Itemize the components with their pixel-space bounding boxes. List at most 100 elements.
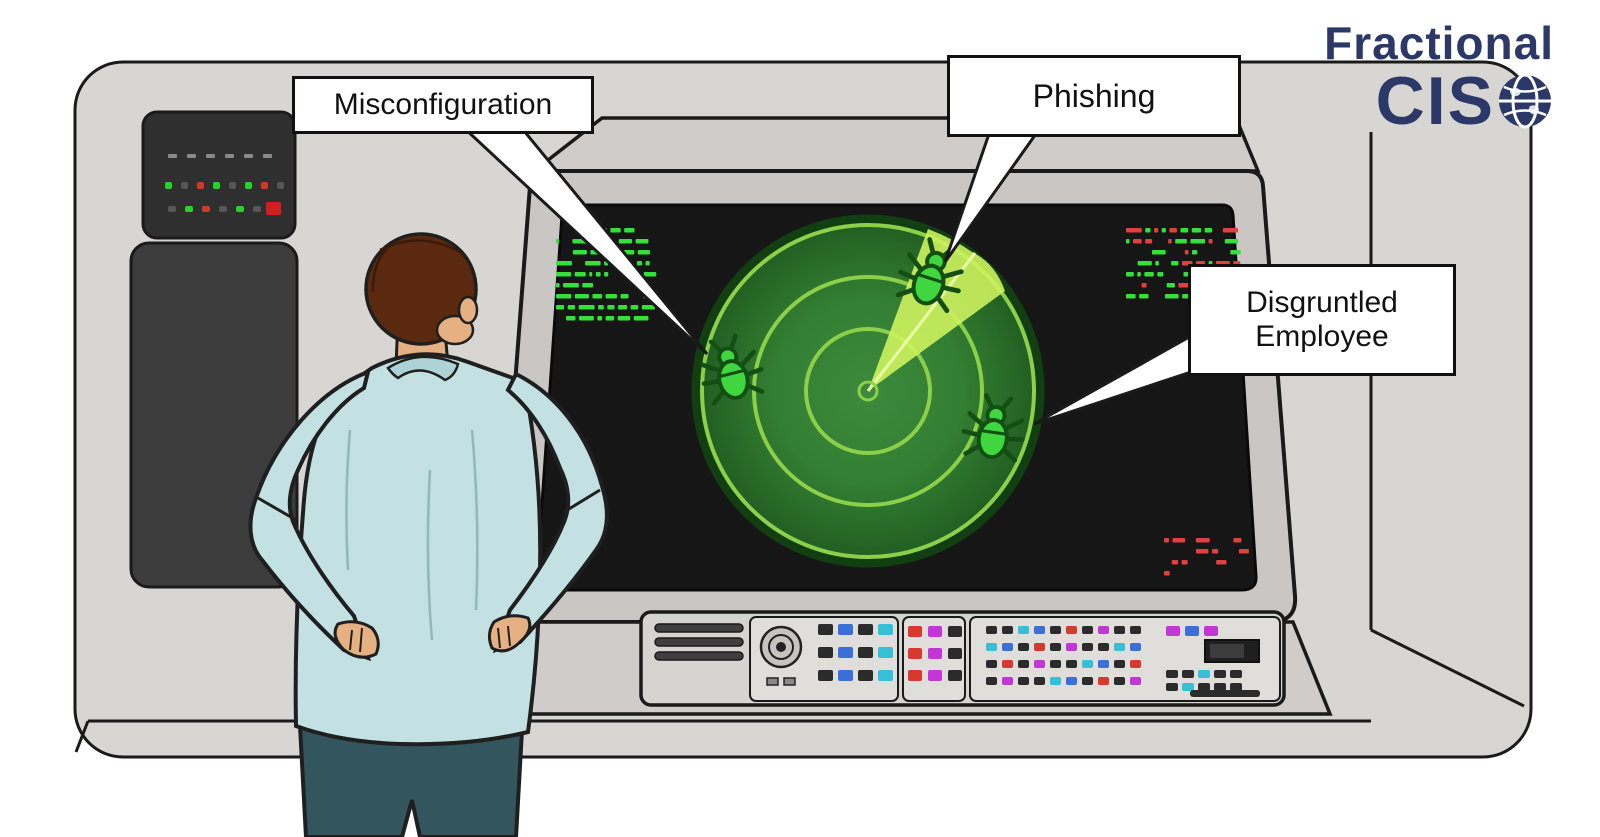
code-pixel [1145, 239, 1153, 244]
led-red-switch [266, 202, 281, 215]
panel-button [1034, 677, 1045, 685]
code-pixel [1164, 294, 1179, 299]
led-light [165, 182, 172, 189]
panel-buttons[interactable] [818, 624, 1242, 691]
code-pixel [578, 305, 595, 310]
vent-slot [654, 651, 744, 661]
panel-button [1002, 660, 1013, 668]
panel-button [1034, 626, 1045, 634]
panel-button [986, 643, 997, 651]
panel-button [878, 670, 893, 681]
code-pixel [1166, 283, 1175, 288]
code-pixel [1145, 228, 1151, 233]
radar-display [691, 214, 1045, 568]
panel-button [1050, 626, 1061, 634]
code-pixel [1154, 228, 1159, 233]
code-pixel [1141, 283, 1147, 288]
callout-disgruntled-employee-label: Disgruntled Employee [1246, 285, 1398, 354]
code-pixel [1216, 560, 1227, 565]
panel-button [948, 670, 962, 681]
code-pixel [592, 294, 603, 299]
code-pixel [1132, 239, 1142, 244]
panel-button [948, 648, 962, 659]
panel-button [1066, 660, 1077, 668]
panel-button [1214, 683, 1226, 691]
code-pixel [1191, 228, 1202, 233]
code-pixel [556, 305, 565, 310]
panel-slider-bar[interactable] [1190, 690, 1260, 697]
panel-button [1166, 626, 1180, 636]
panel-button [858, 670, 873, 681]
code-pixel [643, 272, 657, 277]
code-pixel [1137, 261, 1152, 266]
led-light [277, 182, 284, 189]
panel-button [1182, 683, 1194, 691]
analyst-figure [248, 232, 609, 837]
panel-button [1130, 677, 1141, 685]
panel-button [1098, 626, 1109, 634]
code-pixel [1139, 294, 1149, 299]
callout-disgruntled-employee: Disgruntled Employee [1188, 264, 1456, 376]
panel-button [1018, 643, 1029, 651]
code-pixel [1191, 250, 1198, 255]
panel-button [928, 626, 942, 637]
led-light [202, 206, 210, 212]
panel-button [1034, 660, 1045, 668]
panel-button [1002, 677, 1013, 685]
radar-sweep-line [866, 252, 977, 392]
code-pixel [1238, 549, 1249, 554]
code-pixel [1204, 228, 1213, 233]
panel-button [1114, 677, 1125, 685]
code-pixel [636, 261, 643, 266]
panel-button [838, 624, 853, 635]
speaker-grill [759, 625, 803, 686]
code-pixel [1233, 538, 1242, 543]
code-pixel [1126, 272, 1134, 277]
code-pixel [605, 316, 615, 321]
led-dash [244, 154, 253, 158]
code-pixel [1211, 549, 1219, 554]
panel-button [928, 648, 942, 659]
led-dash [206, 154, 215, 158]
panel-button [1050, 660, 1061, 668]
panel-button [838, 647, 853, 658]
panel-button [1082, 660, 1093, 668]
code-pixel [624, 228, 635, 233]
panel-button [1185, 626, 1199, 636]
panel-button [1018, 626, 1029, 634]
panel-button [1018, 660, 1029, 668]
panel-button [1114, 660, 1125, 668]
panel-button [986, 660, 997, 668]
shirt-collar [386, 355, 460, 382]
code-pixel [582, 283, 594, 288]
led-light [168, 206, 176, 212]
panel-button [908, 670, 922, 681]
panel-button [1114, 643, 1125, 651]
code-pixel [1230, 250, 1241, 255]
panel-button [1050, 677, 1061, 685]
vent-slot [654, 623, 744, 633]
control-panel [639, 610, 1286, 707]
panel-button [948, 626, 962, 637]
code-pixel [1126, 294, 1136, 299]
globe-icon [1499, 73, 1551, 129]
panel-button [1198, 670, 1210, 678]
code-pixel [1171, 261, 1179, 266]
code-pixel [630, 305, 639, 310]
code-pixel [556, 283, 560, 288]
code-pixel [641, 305, 655, 310]
code-pixel [556, 239, 560, 244]
callout-phishing-label: Phishing [1032, 77, 1156, 114]
panel-button [1214, 670, 1226, 678]
panel-button [986, 626, 997, 634]
brand-name-top: Fractional [1324, 17, 1554, 69]
code-pixel [556, 294, 572, 299]
radar-sweep-beam [868, 229, 1005, 391]
callout-phishing: Phishing [947, 55, 1241, 137]
panel-button [1050, 643, 1061, 651]
code-pixel [585, 261, 601, 266]
panel-button [1066, 643, 1077, 651]
code-pixel [1172, 538, 1186, 543]
panel-button [858, 624, 873, 635]
